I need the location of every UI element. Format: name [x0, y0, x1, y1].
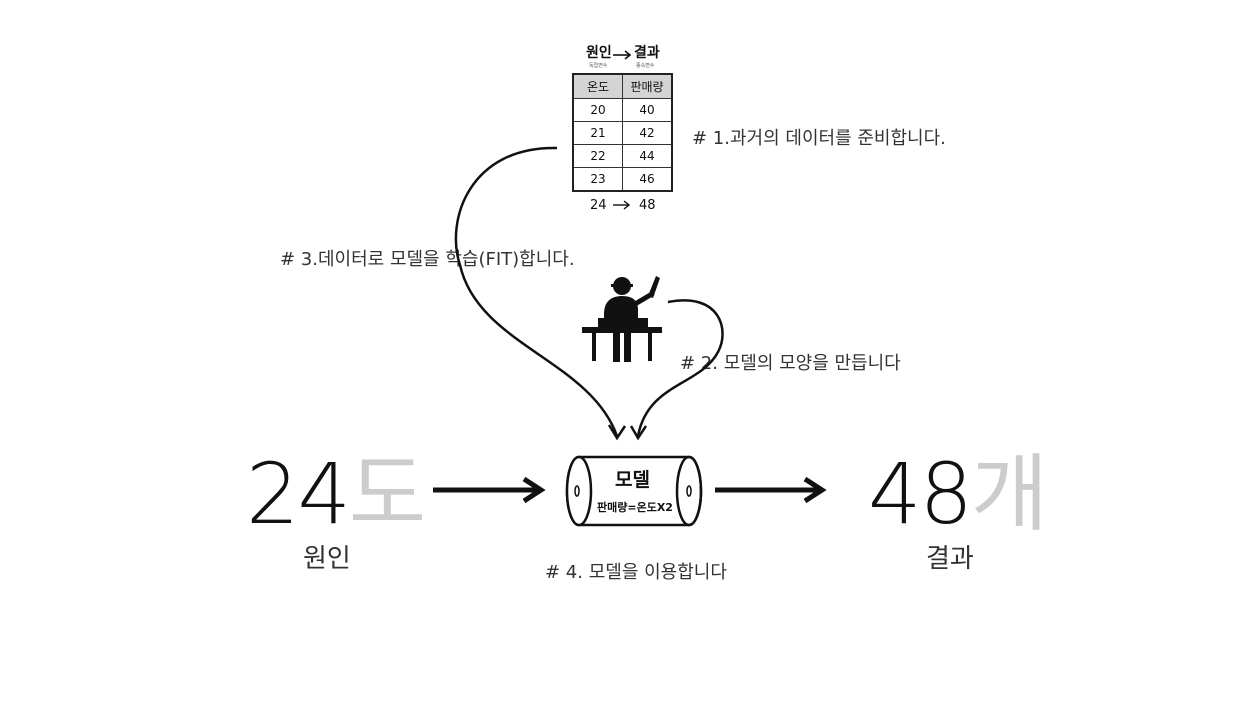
table-cell: 46 [622, 167, 673, 192]
shape-curve [636, 299, 724, 437]
table-cell: 23 [572, 167, 623, 192]
shape-arrowhead [629, 425, 648, 441]
header-effect-sub: 종속변수 [636, 63, 655, 69]
output-arrow-icon [803, 476, 827, 504]
model-formula: 판매량=온도X2 [597, 501, 673, 514]
table-row: 22 44 [572, 144, 673, 168]
prediction-arrow-icon [613, 200, 631, 210]
header-cause: 원인 [586, 45, 612, 61]
output-caption: 결과 [926, 544, 974, 574]
output-number: 48 [868, 445, 973, 543]
fit-arrowhead [607, 424, 627, 441]
table-cell: 42 [622, 121, 673, 145]
table-cell: 22 [572, 144, 623, 168]
input-unit: 도 [348, 445, 426, 543]
column-header: 판매량 [622, 73, 673, 99]
table-row: 23 46 [572, 167, 673, 192]
step2-label: # 2. 모델의 모양을 만듭니다 [680, 353, 901, 374]
header-effect: 결과 [634, 45, 660, 61]
header-arrow-icon [613, 50, 632, 60]
fit-curve [454, 146, 619, 437]
step4-label: # 4. 모델을 이용합니다 [545, 562, 727, 583]
prediction-output: 48 [639, 198, 656, 213]
header-cause-sub: 독립변수 [589, 63, 608, 69]
output-unit: 개 [970, 445, 1048, 543]
model-cylinder-icon [565, 455, 703, 527]
output-value: 48개 [868, 452, 1048, 536]
step1-label: # 1.과거의 데이터를 준비합니다. [692, 128, 946, 149]
input-arrow-icon [522, 476, 546, 504]
input-caption: 원인 [303, 544, 351, 574]
model-title: 모델 [615, 469, 650, 491]
input-value: 24도 [246, 452, 426, 536]
prediction-input: 24 [590, 198, 607, 213]
step3-label: # 3.데이터로 모델을 학습(FIT)합니다. [280, 249, 575, 270]
data-table: 온도 판매량 20 40 21 42 22 44 23 46 [572, 73, 673, 192]
worker-icon [582, 276, 662, 362]
input-number: 24 [246, 445, 351, 543]
table-row: 21 42 [572, 121, 673, 145]
table-cell: 44 [622, 144, 673, 168]
